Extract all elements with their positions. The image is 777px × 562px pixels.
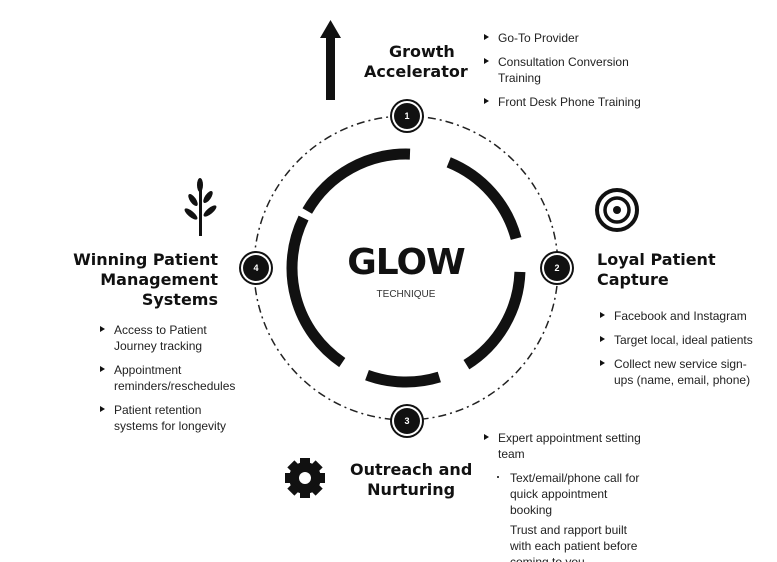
- bullet: Expert appointment setting team: [482, 430, 657, 462]
- gear-icon: [285, 458, 325, 498]
- center-subtitle: TECHNIQUE: [376, 289, 436, 300]
- bullet: Collect new service sign-ups (name, emai…: [598, 356, 754, 388]
- bullet: Go-To Provider: [482, 30, 662, 46]
- bullet: Front Desk Phone Training: [482, 94, 662, 110]
- stage-2-node: 2: [544, 255, 570, 281]
- stage-4-bullets: Access to Patient Journey tracking Appoi…: [98, 322, 248, 442]
- bullet: Target local, ideal patients: [598, 332, 773, 348]
- bullet: Text/email/phone call for quick appointm…: [494, 470, 650, 518]
- inner-arc-segment: [446, 157, 522, 241]
- stage-4-node: 4: [243, 255, 269, 281]
- gear-tooth: [287, 460, 301, 474]
- inner-arc-segment: [286, 215, 346, 368]
- bullet: Access to Patient Journey tracking: [98, 322, 248, 354]
- gear-tooth: [300, 458, 310, 466]
- plant-icon: [184, 178, 217, 236]
- bullet: Appointment reminders/reschedules: [98, 362, 248, 394]
- stage-1-node: 1: [394, 103, 420, 129]
- gear-tooth: [287, 482, 301, 496]
- gear-tooth: [317, 473, 325, 483]
- inner-arc-segment: [365, 369, 441, 388]
- center-title: GLOW: [347, 242, 466, 283]
- inner-arc-segment: [463, 271, 526, 370]
- inner-arc-segment: [302, 148, 411, 214]
- stage-3-node: 3: [394, 408, 420, 434]
- gear-tooth: [300, 490, 310, 498]
- bullet: Trust and rapport built with each patien…: [510, 523, 638, 562]
- stage-3-bullets: Expert appointment setting team Text/ema…: [482, 430, 657, 562]
- bullet: Patient retention systems for longevity: [98, 402, 248, 434]
- stage-1-bullets: Go-To Provider Consultation Conversion T…: [482, 30, 662, 118]
- inner-arcs: [286, 148, 526, 388]
- bullet: Facebook and Instagram: [598, 308, 773, 324]
- stage-2-bullets: Facebook and Instagram Target local, ide…: [598, 308, 773, 396]
- gear-tooth: [309, 460, 323, 474]
- arrow-up-icon: [320, 20, 341, 100]
- target-icon: [595, 188, 639, 232]
- bullet: Consultation Conversion Training: [482, 54, 662, 86]
- gear-tooth: [285, 473, 293, 483]
- gear-tooth: [309, 482, 323, 496]
